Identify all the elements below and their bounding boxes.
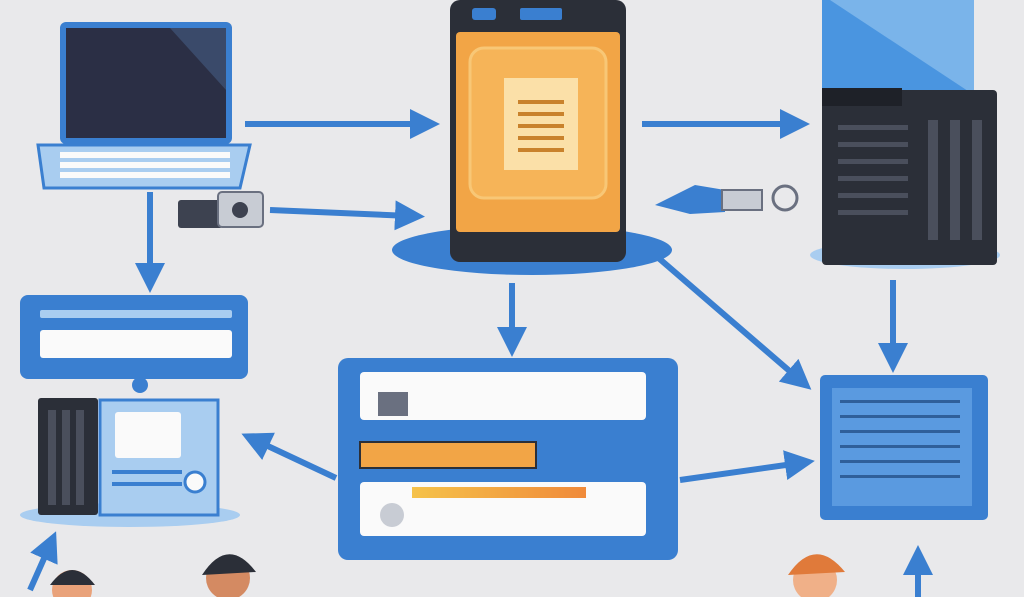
- camera-icon: [178, 191, 264, 228]
- key-icon: [655, 184, 799, 214]
- document-icon: [820, 375, 988, 520]
- phone-icon: [392, 0, 672, 275]
- arrow-icon: [653, 252, 812, 390]
- arrow-icon: [269, 200, 425, 231]
- person-icon: [202, 554, 256, 597]
- laptop-icon: [36, 22, 252, 190]
- person-icon: [788, 554, 845, 597]
- server-icon: [810, 0, 1000, 269]
- form-panel: [338, 358, 678, 560]
- monitor-icon: [20, 398, 240, 527]
- arrow-icon: [241, 432, 338, 481]
- person-icon: [50, 570, 95, 597]
- login-panel: [20, 295, 248, 393]
- arrow-icon: [679, 450, 815, 483]
- arrow-icon: [27, 531, 58, 592]
